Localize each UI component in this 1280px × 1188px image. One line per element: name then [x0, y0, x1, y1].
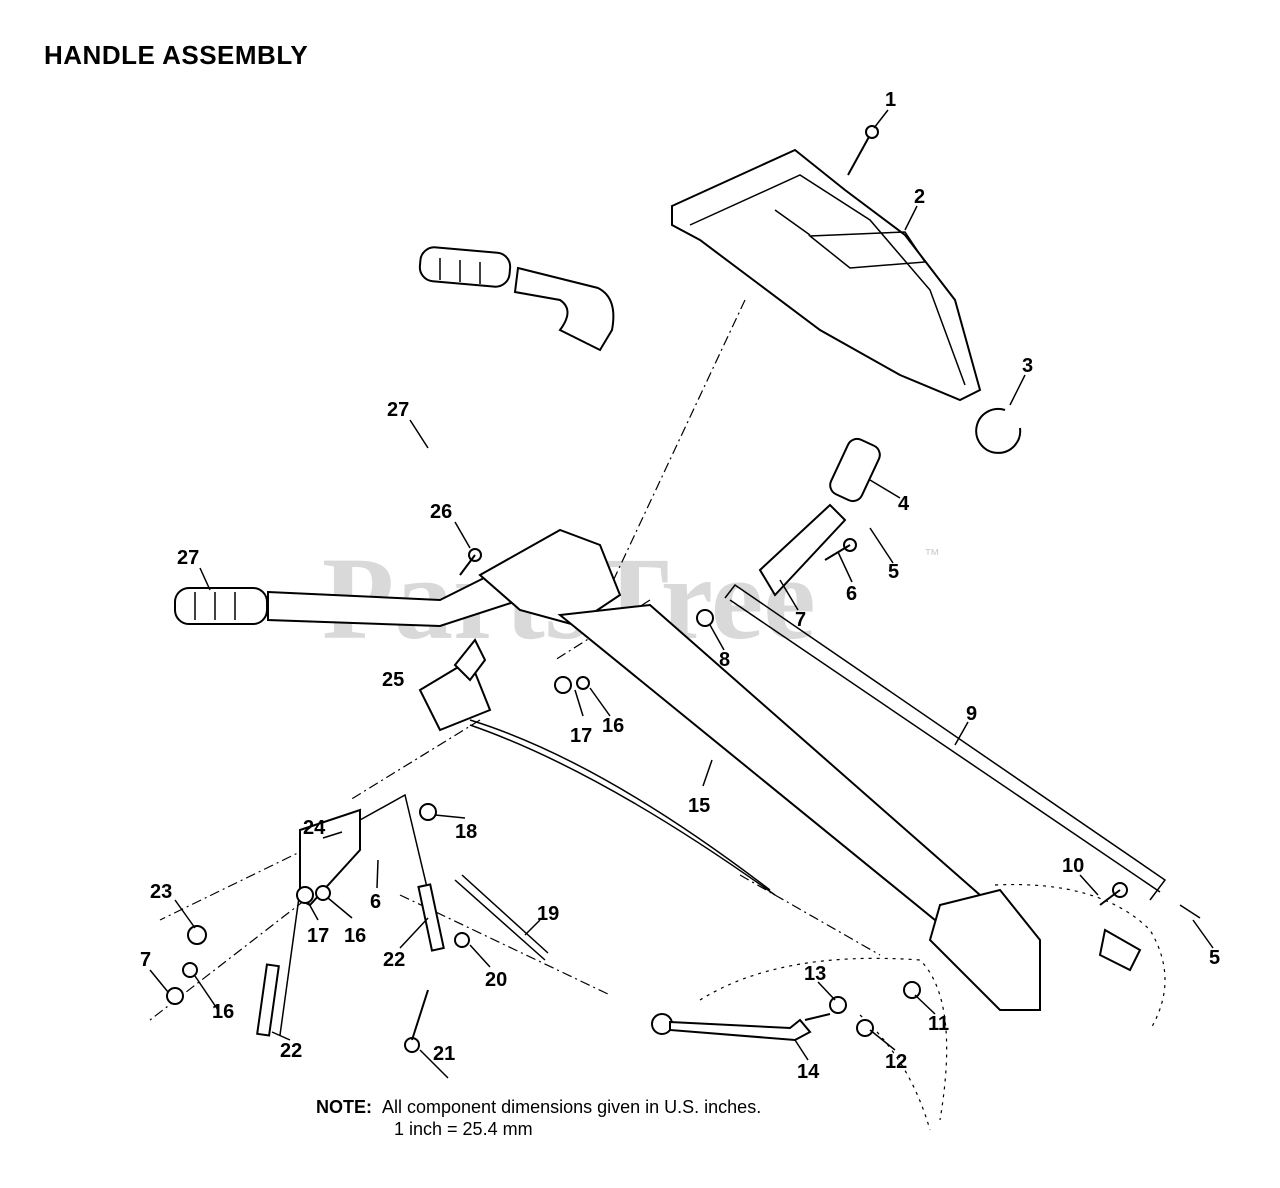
retaining-ring: [975, 407, 1022, 454]
callout-26: 26: [430, 501, 452, 523]
callout-6-upper: 6: [846, 583, 857, 605]
callout-7-upper: 7: [795, 609, 806, 631]
callout-19: 19: [537, 903, 559, 925]
handle-tube: [557, 603, 1041, 1011]
callout-6-lower: 6: [370, 891, 381, 913]
hardware: [166, 538, 1201, 1053]
callout-17-lower: 17: [307, 925, 329, 947]
callout-25: 25: [382, 669, 404, 691]
callout-8: 8: [719, 649, 730, 671]
control-rod: [724, 583, 1167, 901]
callout-11: 11: [928, 1013, 949, 1035]
callout-17-upper: 17: [570, 725, 592, 747]
callout-labels: 1 2 3 4 5 5 6 6 7 7 8 9 10 11 12 13 14 1…: [140, 89, 1220, 1083]
callout-10: 10: [1062, 855, 1084, 877]
callout-16-middle: 16: [344, 925, 366, 947]
callout-20: 20: [485, 969, 507, 991]
page-title: HANDLE ASSEMBLY: [44, 40, 309, 70]
note-line-2: 1 inch = 25.4 mm: [394, 1119, 533, 1139]
callout-5-upper: 5: [888, 561, 899, 583]
callout-22-upper: 22: [383, 949, 405, 971]
callout-2: 2: [914, 186, 925, 208]
callout-13: 13: [804, 963, 826, 985]
callout-16-lower: 16: [212, 1001, 234, 1023]
hand-grip-lower: [174, 587, 268, 625]
callout-22-lower: 22: [280, 1040, 302, 1062]
callout-27-lower: 27: [177, 547, 199, 569]
callout-18: 18: [455, 821, 477, 843]
callout-23: 23: [150, 881, 172, 903]
callout-5-lower: 5: [1209, 947, 1220, 969]
linkage-assembly: [256, 638, 776, 1037]
trademark-symbol: ™: [924, 547, 940, 564]
callout-24: 24: [303, 817, 326, 839]
callout-4: 4: [898, 493, 910, 515]
callout-1: 1: [885, 89, 896, 111]
screw-1: [847, 125, 879, 176]
note-label: NOTE:: [316, 1097, 372, 1117]
callout-14: 14: [797, 1061, 820, 1083]
leader-lines: [149, 109, 1214, 1079]
note-line-1: All component dimensions given in U.S. i…: [382, 1097, 762, 1117]
handlebar: [267, 266, 622, 628]
callout-3: 3: [1022, 355, 1033, 377]
callout-21: 21: [433, 1043, 455, 1065]
callout-15: 15: [688, 795, 710, 817]
shift-lever: [651, 1013, 831, 1042]
callout-7-lower: 7: [140, 949, 151, 971]
lever-assembly: [758, 437, 881, 597]
callout-9: 9: [966, 703, 977, 725]
hand-grip-upper: [418, 246, 512, 288]
callout-27-upper: 27: [387, 399, 409, 421]
handle-panel: [671, 148, 982, 402]
callout-12: 12: [885, 1051, 907, 1073]
callout-16-upper: 16: [602, 715, 624, 737]
dimension-note: NOTE: All component dimensions given in U…: [316, 1096, 761, 1140]
